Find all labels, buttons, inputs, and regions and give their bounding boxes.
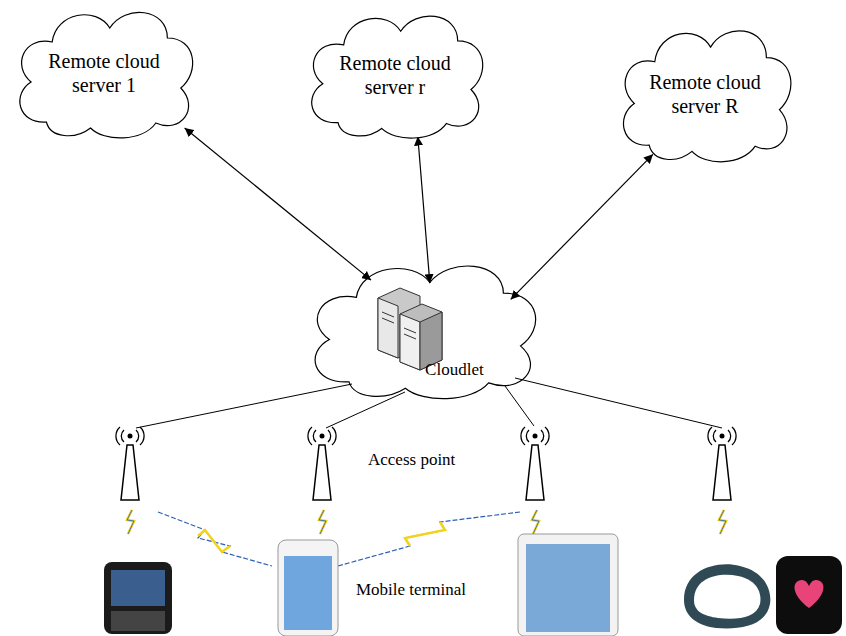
server-label: Remote cloud server r [327,51,464,99]
lightning-edge [127,510,134,534]
cloud-path [312,16,483,138]
lightning-edge [532,510,539,534]
antenna-dot [320,434,325,439]
wire [515,378,722,428]
lightning-edge [719,510,726,534]
antenna [308,427,336,534]
cloud-path [623,31,790,162]
antenna [116,427,144,534]
server-label: Remote cloud server 1 [35,49,173,97]
cloud-path [20,12,193,138]
iphone [278,540,338,636]
fitness-band [684,564,770,628]
antenna [708,427,736,534]
cloud-path [315,266,536,399]
radio-waves [308,427,336,445]
server-icon [378,288,442,370]
cloud-server: Remote cloud server R [612,20,798,166]
lightning [198,530,230,552]
wireless-links [158,512,520,566]
bidirectional-link [511,154,653,299]
antenna-dot [128,434,133,439]
smart-watch [776,556,842,634]
lightning [719,510,726,534]
lightning [532,510,539,534]
server-label: Remote cloud server R [638,70,772,118]
lightning [127,510,134,534]
mobile-terminal-label: Mobile terminal [356,580,466,600]
antenna-mast [713,445,731,500]
wireless-link [158,512,272,566]
lightning-edge [319,510,326,534]
cloud-server: Remote cloud server r [300,6,490,142]
access-wires [136,378,722,428]
access-point-label: Access point [368,450,455,470]
antenna-mast [526,445,544,500]
lightning [405,522,445,546]
ipad [518,534,618,636]
cloud-outline [300,255,545,403]
wire [326,392,405,428]
radio-waves [521,427,549,445]
lightning [319,510,326,534]
radio-waves [708,427,736,445]
antenna-mast [121,445,139,500]
cloudlet-label: Cloudlet [403,360,506,380]
wire [136,384,352,428]
cloudlet-cloud: Cloudlet [300,255,545,403]
wire [505,386,534,426]
bidirectional-link [418,137,430,284]
antenna-mast [313,445,331,500]
bidirectional-link [185,128,371,280]
cloud-server: Remote cloud server 1 [8,2,200,142]
antenna-dot [533,434,538,439]
antenna [521,427,549,534]
radio-waves [116,427,144,445]
blackberry-phone [104,562,172,634]
access-points [116,427,736,534]
antenna-dot [720,434,725,439]
wireless-link [338,512,520,566]
